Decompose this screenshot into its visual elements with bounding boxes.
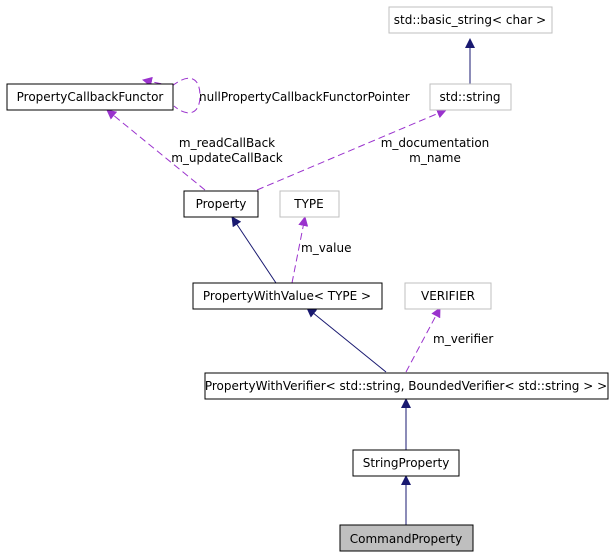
node-property-with-verifier[interactable]: PropertyWithVerifier< std::string, Bound… bbox=[204, 372, 609, 400]
edge-verifier-property-to-verifier bbox=[405, 307, 441, 373]
node-callback-functor[interactable]: PropertyCallbackFunctor bbox=[6, 83, 174, 111]
node-verifier[interactable]: VERIFIER bbox=[404, 282, 492, 310]
label-value: m_value bbox=[301, 241, 351, 255]
node-basic-string[interactable]: std::basic_string< char > bbox=[388, 6, 553, 34]
node-command-property[interactable]: CommandProperty bbox=[339, 524, 474, 552]
node-property-with-value[interactable]: PropertyWithValue< TYPE > bbox=[192, 282, 383, 310]
node-property-label: Property bbox=[196, 197, 247, 211]
node-property-with-value-label: PropertyWithValue< TYPE > bbox=[203, 289, 371, 303]
node-callback-functor-label: PropertyCallbackFunctor bbox=[17, 90, 164, 104]
label-update-callback: m_updateCallBack bbox=[171, 151, 283, 165]
label-read-callback: m_readCallBack bbox=[179, 136, 275, 150]
node-property-with-verifier-label: PropertyWithVerifier< std::string, Bound… bbox=[205, 379, 607, 393]
label-name: m_name bbox=[409, 151, 461, 165]
label-verifier: m_verifier bbox=[433, 332, 493, 346]
node-verifier-label: VERIFIER bbox=[421, 289, 475, 303]
edge-verifier-property-to-property-with-value bbox=[306, 307, 387, 373]
node-basic-string-label: std::basic_string< char > bbox=[394, 13, 547, 27]
edge-property-with-value-to-property bbox=[231, 216, 277, 284]
node-std-string-label: std::string bbox=[439, 90, 500, 104]
node-string-property[interactable]: StringProperty bbox=[352, 449, 460, 477]
node-property[interactable]: Property bbox=[183, 190, 259, 218]
edge-property-with-value-to-type bbox=[291, 216, 309, 284]
label-documentation: m_documentation bbox=[381, 136, 490, 150]
node-type[interactable]: TYPE bbox=[279, 190, 340, 218]
node-std-string[interactable]: std::string bbox=[429, 83, 512, 111]
edge-property-to-std-string bbox=[256, 108, 447, 191]
label-null-pointer: nullPropertyCallbackFunctorPointer bbox=[199, 90, 410, 104]
node-command-property-label: CommandProperty bbox=[350, 532, 462, 546]
node-string-property-label: StringProperty bbox=[363, 456, 450, 470]
edge-property-to-callback-functor bbox=[106, 109, 206, 191]
node-type-label: TYPE bbox=[293, 197, 323, 211]
edge-callback-functor-self-loop bbox=[171, 77, 201, 114]
